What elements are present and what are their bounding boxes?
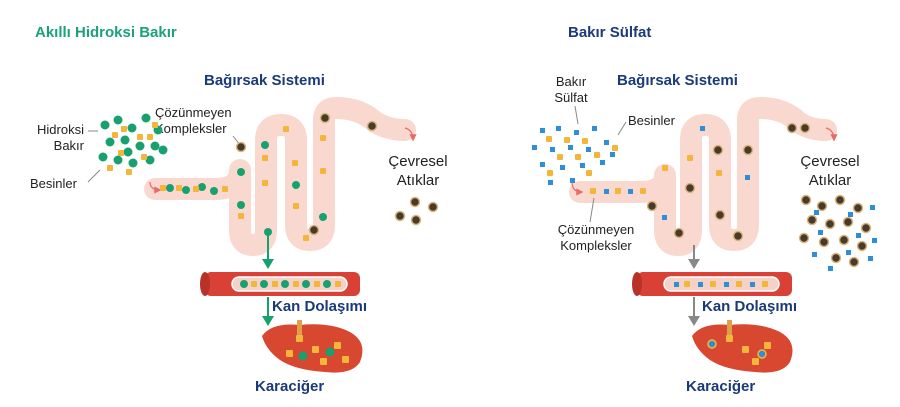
right-waste-label: Çevresel Atıklar xyxy=(800,153,860,189)
right-waste-particles xyxy=(798,194,877,271)
left-ingredient-label: Hidroksi Bakır xyxy=(37,122,84,153)
left-intestine-inlet-arrow xyxy=(149,181,162,194)
right-intestine-particles xyxy=(590,122,811,242)
right-intestine-inlet-arrow xyxy=(571,181,584,196)
left-intestine-particles xyxy=(160,112,378,241)
left-panel-title: Akıllı Hidroksi Bakır xyxy=(35,24,177,41)
right-intestine xyxy=(569,97,837,256)
left-intestine-label: Bağırsak Sistemi xyxy=(204,72,325,89)
right-liver-arrowhead xyxy=(688,316,700,326)
right-liver xyxy=(692,320,793,373)
left-ingredient-cluster xyxy=(98,113,168,175)
right-ingredient-leader xyxy=(574,105,579,125)
right-panel-title: Bakır Sülfat xyxy=(568,24,652,41)
left-liver-label: Karaciğer xyxy=(255,378,325,395)
right-waste-arrow xyxy=(825,127,838,142)
left-waste-particles xyxy=(394,196,439,226)
right-ingredient-cluster xyxy=(532,126,618,185)
left-waste-arrow xyxy=(404,127,417,142)
left-nutrient-leader xyxy=(87,169,101,183)
right-liver-label: Karaciğer xyxy=(686,378,756,395)
right-complex-leader xyxy=(589,197,595,223)
right-intestine-label: Bağırsak Sistemi xyxy=(617,72,738,89)
left-complex-label: Çözünmeyen Kompleksler xyxy=(155,105,232,136)
right-complex-label: Çözünmeyen Kompleksler xyxy=(557,222,635,253)
right-blood-label: Kan Dolaşımı xyxy=(702,298,798,315)
left-blood-vessel xyxy=(200,272,360,296)
left-liver-arrowhead xyxy=(262,316,274,326)
right-nutrient-label: Besinler xyxy=(628,113,675,128)
right-ingredient-label: Bakır Sülfat xyxy=(554,74,588,105)
left-blood-label: Kan Dolaşımı xyxy=(272,298,368,315)
left-nutrient-label: Besinler xyxy=(30,176,77,191)
left-intestine xyxy=(144,97,416,256)
right-absorption-arrowhead xyxy=(688,259,700,269)
right-blood-vessel xyxy=(632,272,792,296)
left-waste-label: Çevresel Atıklar xyxy=(388,153,448,189)
left-absorption-arrowhead xyxy=(262,259,274,269)
left-liver xyxy=(262,320,363,373)
right-nutrient-leader xyxy=(617,121,627,136)
